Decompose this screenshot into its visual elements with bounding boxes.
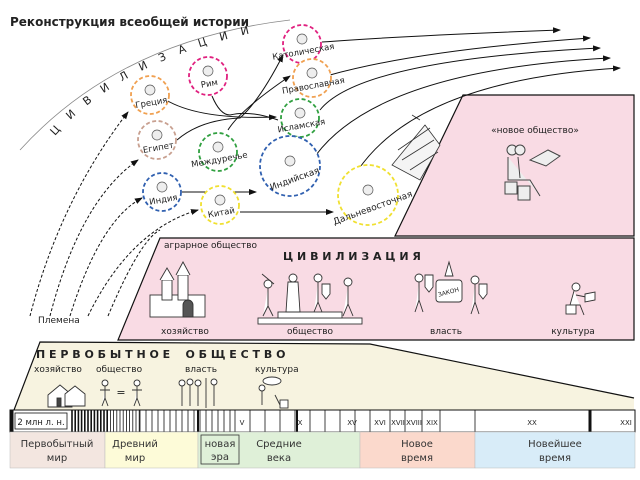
century-label: XVIII bbox=[406, 419, 422, 427]
agrarian-item-power: власть bbox=[430, 327, 462, 337]
new-era-line2: эра bbox=[211, 452, 229, 463]
agrarian-item-culture: культура bbox=[551, 327, 595, 337]
era-1: Древний мир bbox=[104, 431, 199, 469]
civilization-symbol-icon bbox=[362, 184, 374, 196]
civilization-symbol-icon bbox=[296, 33, 308, 45]
primitive-society-region bbox=[14, 342, 634, 410]
century-label: V bbox=[240, 419, 245, 427]
tribes-label: Племена bbox=[38, 316, 80, 326]
agrarian-item-society: общество bbox=[287, 327, 334, 337]
era-4: Новейшее время bbox=[474, 431, 636, 469]
civilization-symbol-icon bbox=[214, 194, 226, 206]
era-label-line2: века bbox=[267, 453, 291, 464]
primitive-heading: П Е Р В О Б Ы Т Н О Е О Б Щ Е С Т В О bbox=[36, 348, 285, 361]
huts-icon bbox=[47, 384, 86, 408]
agrarian-item-economy: хозяйство bbox=[161, 327, 209, 337]
civilization-name: Китай bbox=[207, 206, 236, 221]
scribe-pictogram-icon bbox=[565, 282, 596, 316]
ancient-civilization-circle: Рим bbox=[188, 56, 228, 96]
new-era-box bbox=[200, 434, 240, 465]
castle-icon bbox=[149, 261, 206, 318]
society-pictogram-icon bbox=[257, 273, 363, 325]
century-label: XX bbox=[527, 419, 537, 427]
era-label-line2: время bbox=[539, 453, 571, 464]
ancient-civilization-circle: Междуречье bbox=[191, 132, 248, 172]
era-3: Новое время bbox=[359, 431, 476, 469]
ancient-civilization-circle: Египет bbox=[137, 120, 177, 160]
era-label-line1: Средние bbox=[256, 439, 302, 450]
primitive-item-economy: хозяйство bbox=[34, 365, 82, 375]
equal-people-icon bbox=[100, 379, 142, 407]
civilization-arc bbox=[19, 19, 291, 151]
civilization-symbol-icon bbox=[144, 84, 156, 96]
era-label-line1: Первобытный bbox=[21, 439, 94, 450]
world-civilization-circle: Индийская bbox=[259, 135, 321, 197]
century-label: X bbox=[298, 419, 303, 427]
era-label-line1: Новое bbox=[401, 439, 433, 450]
ritual-pictogram-icon bbox=[258, 376, 289, 409]
sailing-ship-icon bbox=[391, 114, 441, 181]
civilization-arrows bbox=[165, 27, 621, 215]
civilization-symbol-icon bbox=[284, 155, 296, 167]
era-label-line1: Новейшее bbox=[528, 439, 582, 450]
world-civilization-circle: Исламская bbox=[277, 98, 326, 138]
timeline-start-box bbox=[14, 412, 68, 430]
century-label: XXI bbox=[620, 419, 632, 427]
civilization-symbol-icon bbox=[212, 141, 224, 153]
civilization-heading: Ц И В И Л И З А Ц И Я bbox=[283, 250, 421, 263]
era-label-line1: Древний bbox=[112, 439, 158, 450]
timeline-start-label: 2 млн л. н. bbox=[17, 418, 64, 428]
civilization-name: Рим bbox=[200, 78, 219, 91]
era-label-line2: время bbox=[401, 453, 433, 464]
civilization-symbol-icon bbox=[156, 181, 168, 193]
equals-sign: = bbox=[116, 386, 125, 399]
ancient-civilization-circle: Индия bbox=[142, 172, 182, 212]
century-label: XV bbox=[347, 419, 357, 427]
era-2: Средние века bbox=[197, 431, 361, 469]
civilization-symbol-icon bbox=[294, 107, 306, 119]
world-civilization-circle: Православная bbox=[281, 58, 346, 98]
era-label-line2: мир bbox=[47, 453, 67, 464]
primitive-item-power: власть bbox=[185, 365, 217, 375]
century-label: XVII bbox=[391, 419, 405, 427]
civilization-symbol-icon bbox=[151, 129, 163, 141]
leader-group-icon bbox=[178, 378, 218, 408]
reader-pictogram-icon bbox=[504, 144, 561, 201]
new-society-label: «новое общество» bbox=[491, 126, 579, 136]
ancient-civilization-circle: Греция bbox=[130, 75, 170, 115]
era-0: Первобытный мир bbox=[9, 431, 106, 469]
era-label-line2: мир bbox=[125, 453, 145, 464]
tribe-arrows bbox=[29, 111, 199, 317]
agrarian-label: аграрное общество bbox=[164, 241, 258, 251]
world-civilization-circle: Дальневосточная bbox=[332, 164, 414, 228]
civilization-symbol-icon bbox=[306, 67, 318, 79]
law-pictogram-icon bbox=[414, 260, 488, 315]
world-civilization-circle: Католическая bbox=[272, 24, 335, 64]
new-era-line1: новая bbox=[205, 439, 236, 450]
civilization-name: Индия bbox=[149, 193, 179, 208]
century-label: XIX bbox=[426, 419, 438, 427]
agrarian-society-region bbox=[117, 237, 635, 341]
page-title: Реконструкция всеобщей истории bbox=[10, 15, 249, 29]
ancient-civilization-circle: Китай bbox=[200, 185, 240, 225]
civilization-symbol-icon bbox=[202, 65, 214, 77]
timeline-ticks bbox=[10, 410, 592, 432]
century-label: XVI bbox=[374, 419, 386, 427]
primitive-item-society: общество bbox=[96, 365, 143, 375]
primitive-item-culture: культура bbox=[255, 365, 299, 375]
